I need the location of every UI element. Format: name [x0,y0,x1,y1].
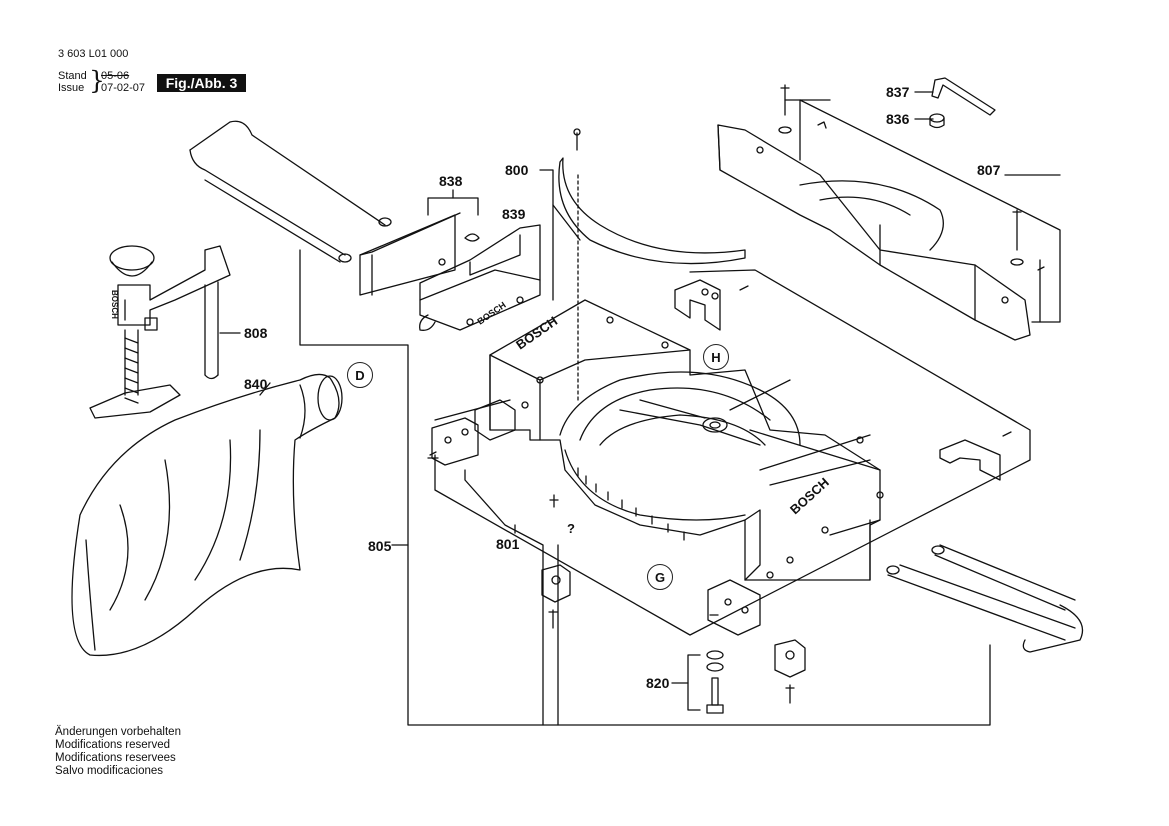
stand-date: 05-06 [101,70,130,82]
part-number-805: 805 [368,538,392,554]
part-number-837: 837 [886,84,910,100]
note-es: Salvo modificaciones [55,765,164,777]
leader-800 [539,169,554,301]
note-de: Änderungen vorbehalten [55,726,181,738]
brace-glyph: } [89,66,105,95]
extension-rod-right [886,544,1084,653]
fence-807 [717,84,1045,341]
base-801 [489,299,884,581]
leader-807 [799,99,1061,323]
part-number-838: 838 [439,173,463,189]
brand-logo-3: BOSCH [475,300,507,327]
stand-label: Stand [58,70,87,82]
leader-838 [427,197,479,216]
brand-logo-4: BOSCH [110,290,119,319]
part-number-840: 840 [244,376,268,392]
part-number-807: 807 [977,162,1001,178]
part-number-800: 800 [505,162,529,178]
part-number-808: 808 [244,325,268,341]
base-frame-outline [434,269,1031,636]
stop-839 [419,224,541,331]
part-number-839: 839 [502,206,526,222]
stop-block-838 [359,212,480,296]
figure-label: Fig./Abb. 3 [157,74,246,92]
issue-label: Issue [58,82,85,94]
note-fr: Modifications reservees [55,752,176,764]
callout-d: D [347,362,373,388]
drawing-number: 3 603 L01 000 [58,48,129,60]
knob-836 [929,113,945,129]
brand-logo-2: BOSCH [787,475,832,518]
leader-805 [299,249,991,726]
part-number-801: 801 [496,536,520,552]
part-number-836: 836 [886,111,910,127]
callout-question: ? [567,521,575,536]
part-number-820: 820 [646,675,670,691]
callout-h: H [703,344,729,370]
issue-date: 07-02-07 [101,82,146,94]
note-en: Modifications reserved [55,739,171,751]
screw-assembly-820 [706,650,724,714]
screws [427,285,1012,704]
arc-guide-800 [558,128,746,265]
dust-bag-840 [71,373,343,657]
clamp-808 [89,245,231,419]
allen-key-837 [931,77,996,116]
brand-logo-1: BOSCH [513,313,560,352]
extension-rod-left [189,120,392,263]
callout-g: G [647,564,673,590]
leader-820 [687,654,701,711]
leader-801 [464,469,544,726]
